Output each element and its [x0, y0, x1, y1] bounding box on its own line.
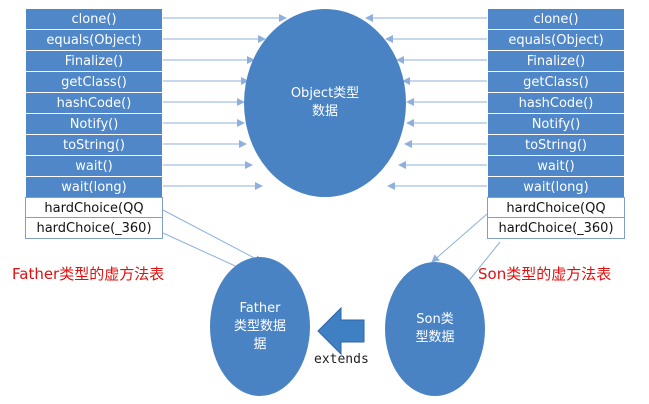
son-method-hashcode: hashCode(): [487, 92, 625, 113]
father-method-hardchoice-360: hardChoice(_360): [25, 218, 163, 239]
father-table-caption: Father类型的虚方法表: [12, 265, 165, 283]
son-method-tostring: toString(): [487, 134, 625, 155]
son-method-equals: equals(Object): [487, 29, 625, 50]
son-method-finalize: Finalize(): [487, 50, 625, 71]
son-table-caption: Son类型的虚方法表: [478, 265, 612, 283]
son-type-label: Son类 型数据: [415, 312, 455, 345]
object-type-node: Object类型 数据: [244, 9, 406, 197]
arrow-father-hardchoice-360: [162, 232, 245, 271]
arrow-son-hardchoice-qq: [431, 213, 488, 263]
son-method-notify: Notify(): [487, 113, 625, 134]
father-method-tostring: toString(): [25, 134, 163, 155]
father-method-wait-long: wait(long): [25, 176, 163, 197]
father-method-wait: wait(): [25, 155, 163, 176]
father-method-notify: Notify(): [25, 113, 163, 134]
extends-arrow: [317, 306, 365, 356]
father-type-label: Father 类型数据 据: [233, 300, 286, 352]
arrow-father-hardchoice-qq: [162, 209, 263, 263]
son-method-clone: clone(): [487, 8, 625, 29]
father-method-getclass: getClass(): [25, 71, 163, 92]
father-method-finalize: Finalize(): [25, 50, 163, 71]
father-method-table: clone() equals(Object) Finalize() getCla…: [25, 8, 163, 239]
son-method-getclass: getClass(): [487, 71, 625, 92]
son-method-wait-long: wait(long): [487, 176, 625, 197]
object-type-label: Object类型 数据: [290, 86, 360, 119]
father-method-hardchoice-qq: hardChoice(QQ: [25, 197, 163, 218]
son-method-table: clone() equals(Object) Finalize() getCla…: [487, 8, 625, 239]
son-type-node: Son类 型数据: [385, 262, 485, 396]
father-method-hashcode: hashCode(): [25, 92, 163, 113]
son-method-hardchoice-qq: hardChoice(QQ: [487, 197, 625, 218]
son-method-wait: wait(): [487, 155, 625, 176]
father-method-clone: clone(): [25, 8, 163, 29]
father-type-node: Father 类型数据 据: [210, 257, 310, 396]
son-method-hardchoice-360: hardChoice(_360): [487, 218, 625, 239]
extends-label: extends: [314, 352, 369, 367]
father-method-equals: equals(Object): [25, 29, 163, 50]
